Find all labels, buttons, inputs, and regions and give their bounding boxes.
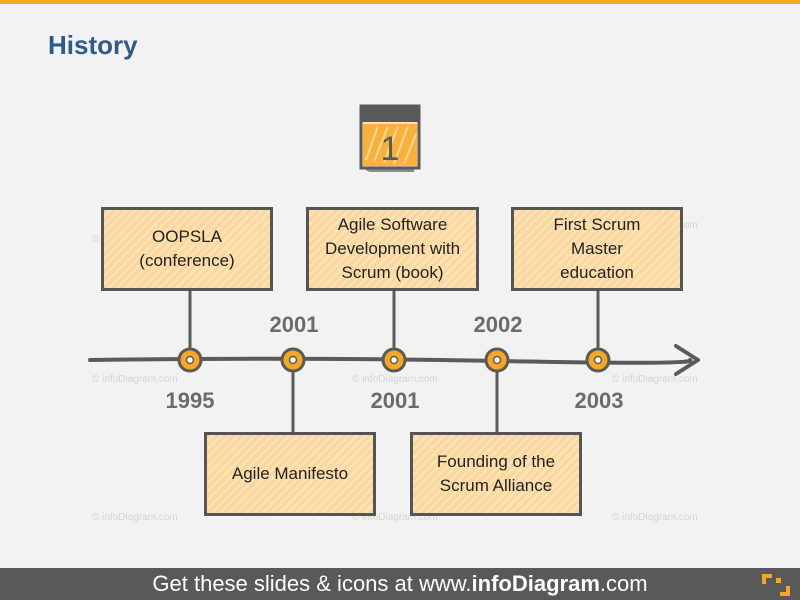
watermark: © infoDiagram.com: [612, 512, 698, 523]
infodiagram-logo-icon: [762, 574, 790, 596]
page-title: History: [48, 30, 138, 60]
calendar-label: 1: [381, 130, 400, 168]
footer-prefix: Get these slides & icons at www.: [152, 571, 472, 596]
watermark: © infoDiagram.com: [612, 374, 698, 385]
event-box: First Scrum Master education: [511, 207, 683, 291]
timeline-node-icon: [585, 347, 611, 373]
timeline-node-icon: [381, 347, 407, 373]
event-box: Agile Software Development with Scrum (b…: [306, 207, 479, 291]
event-box: OOPSLA (conference): [101, 207, 273, 291]
year-label: 2002: [473, 312, 523, 337]
event-text: Founding of the Scrum Alliance: [436, 452, 556, 495]
top-accent-bar: [0, 0, 800, 4]
year-label: 2001: [370, 388, 420, 413]
event-text: Agile Software Development with Scrum (b…: [324, 215, 461, 282]
footer-banner[interactable]: Get these slides & icons at www.infoDiag…: [0, 568, 800, 600]
event-box: Agile Manifesto: [204, 432, 376, 516]
event-text: OOPSLA (conference): [139, 227, 235, 270]
footer-text[interactable]: Get these slides & icons at www.infoDiag…: [0, 571, 800, 597]
event-box: Founding of the Scrum Alliance: [410, 432, 582, 516]
year-label: 2001: [269, 312, 319, 337]
timeline-node-icon: [484, 347, 510, 373]
watermark: © infoDiagram.com: [352, 374, 438, 385]
timeline-node-icon: [177, 347, 203, 373]
event-text: Agile Manifesto: [231, 464, 349, 483]
footer-brand: infoDiagram: [471, 571, 600, 596]
timeline-axis: [88, 356, 693, 365]
timeline-node-icon: [280, 347, 306, 373]
arrow-right-icon: [674, 344, 700, 376]
year-label: 2003: [574, 388, 624, 413]
watermark: © infoDiagram.com: [352, 512, 438, 523]
watermark: © infoDiagram.com: [92, 512, 178, 523]
calendar-icon: 1: [359, 104, 421, 172]
event-text: First Scrum Master education: [553, 215, 641, 282]
footer-suffix: .com: [599, 571, 648, 596]
year-label: 1995: [165, 388, 215, 413]
watermark: © infoDiagram.com: [92, 374, 178, 385]
